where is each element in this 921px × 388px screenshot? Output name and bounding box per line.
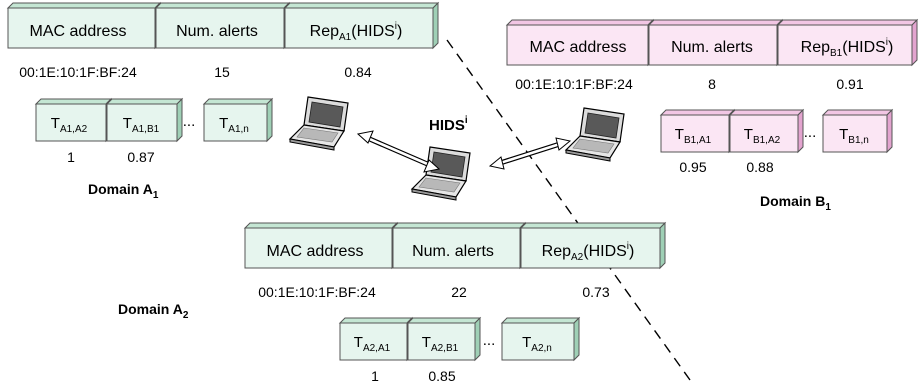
trust-cell-label: TA2,A1 xyxy=(354,334,391,354)
rep-value: 0.84 xyxy=(344,64,371,80)
double-arrow-left xyxy=(356,130,441,173)
trust-cell-label: TB1,n xyxy=(839,126,869,146)
trust-cell-label: TA1,A2 xyxy=(51,115,88,135)
trust-ellipsis: ... xyxy=(183,113,196,130)
mac-value: 00:1E:10:1F:BF:24 xyxy=(258,284,376,300)
trust-ellipsis: ... xyxy=(483,332,496,349)
header-alerts-label: Num. alerts xyxy=(176,23,258,40)
laptop-icon xyxy=(410,146,471,201)
table-cell-rep xyxy=(776,18,919,67)
domain-a1-label: Domain A1 xyxy=(88,181,159,201)
header-alerts-label: Num. alerts xyxy=(671,39,753,56)
trust-cell-label: TB1,A2 xyxy=(744,126,781,146)
trust-value: 1 xyxy=(67,149,75,165)
trust-value: 1 xyxy=(371,368,379,384)
trust-cell xyxy=(202,97,274,143)
laptop-icon xyxy=(564,107,625,162)
trust-value: 0.87 xyxy=(127,149,154,165)
trust-value: 0.88 xyxy=(746,159,773,175)
hids-label: HIDSi xyxy=(429,115,468,134)
header-alerts-label: Num. alerts xyxy=(412,243,494,260)
trust-cell xyxy=(500,316,581,362)
header-rep-label: RepA1(HIDSi) xyxy=(310,21,403,43)
domain-a1-group: MAC address Num. alerts RepA1(HIDSi) 00:… xyxy=(6,1,440,201)
table-cell-mac xyxy=(243,221,399,270)
header-mac-label: MAC address xyxy=(267,243,364,260)
trust-cell-label: TB1,A1 xyxy=(675,126,712,146)
trust-cell xyxy=(34,97,113,143)
domain-b1-group: MAC address Num. alerts RepB1(HIDSi) 00:… xyxy=(505,18,919,213)
trust-cell xyxy=(105,97,184,143)
alerts-value: 15 xyxy=(214,64,230,80)
table-cell-rep xyxy=(283,1,440,50)
mac-value: 00:1E:10:1F:BF:24 xyxy=(515,76,633,92)
trust-value: 0.85 xyxy=(428,368,455,384)
trust-cell-label: TA2,B1 xyxy=(422,334,459,354)
trust-cell xyxy=(728,108,805,154)
trust-cell-label: TA1,n xyxy=(219,115,249,135)
domain-a1-trust-table: TA1,A2 TA1,B1 ... TA1,n xyxy=(34,97,274,143)
domain-a1-header-table: MAC address Num. alerts RepA1(HIDSi) xyxy=(6,1,440,50)
trust-cell xyxy=(821,108,894,154)
trust-cell-label: TA2,n xyxy=(522,334,552,354)
double-arrow-right xyxy=(488,137,572,170)
header-rep-label: RepB1(HIDSi) xyxy=(801,37,894,59)
alerts-value: 8 xyxy=(708,76,716,92)
trust-ellipsis: ... xyxy=(804,124,817,141)
domain-a2-trust-table: TA2,A1 TA2,B1 ... TA2,n xyxy=(338,316,581,362)
domain-b1-label: Domain B1 xyxy=(760,193,831,213)
table-cell-rep xyxy=(519,221,667,270)
alerts-value: 22 xyxy=(451,284,467,300)
trust-cell-label: TA1,B1 xyxy=(123,115,160,135)
header-rep-label: RepA2(HIDSi) xyxy=(542,241,635,263)
laptop-icon xyxy=(288,96,349,151)
domain-b1-header-table: MAC address Num. alerts RepB1(HIDSi) xyxy=(505,18,919,67)
domain-b1-trust-table: TB1,A1 TB1,A2 ... TB1,n xyxy=(659,108,894,154)
table-cell-mac xyxy=(505,18,655,67)
domain-divider xyxy=(446,39,691,381)
header-mac-label: MAC address xyxy=(30,23,127,40)
mac-value: 00:1E:10:1F:BF:24 xyxy=(19,64,137,80)
header-mac-label: MAC address xyxy=(530,39,627,56)
domain-a2-header-table: MAC address Num. alerts RepA2(HIDSi) xyxy=(243,221,667,270)
trust-value: 0.95 xyxy=(679,159,706,175)
rep-value: 0.91 xyxy=(836,76,863,92)
trust-cell xyxy=(406,316,482,362)
domain-a2-label: Domain A2 xyxy=(118,301,189,321)
domain-a2-group: MAC address Num. alerts RepA2(HIDSi) 00:… xyxy=(118,221,667,384)
rep-value: 0.73 xyxy=(582,284,609,300)
